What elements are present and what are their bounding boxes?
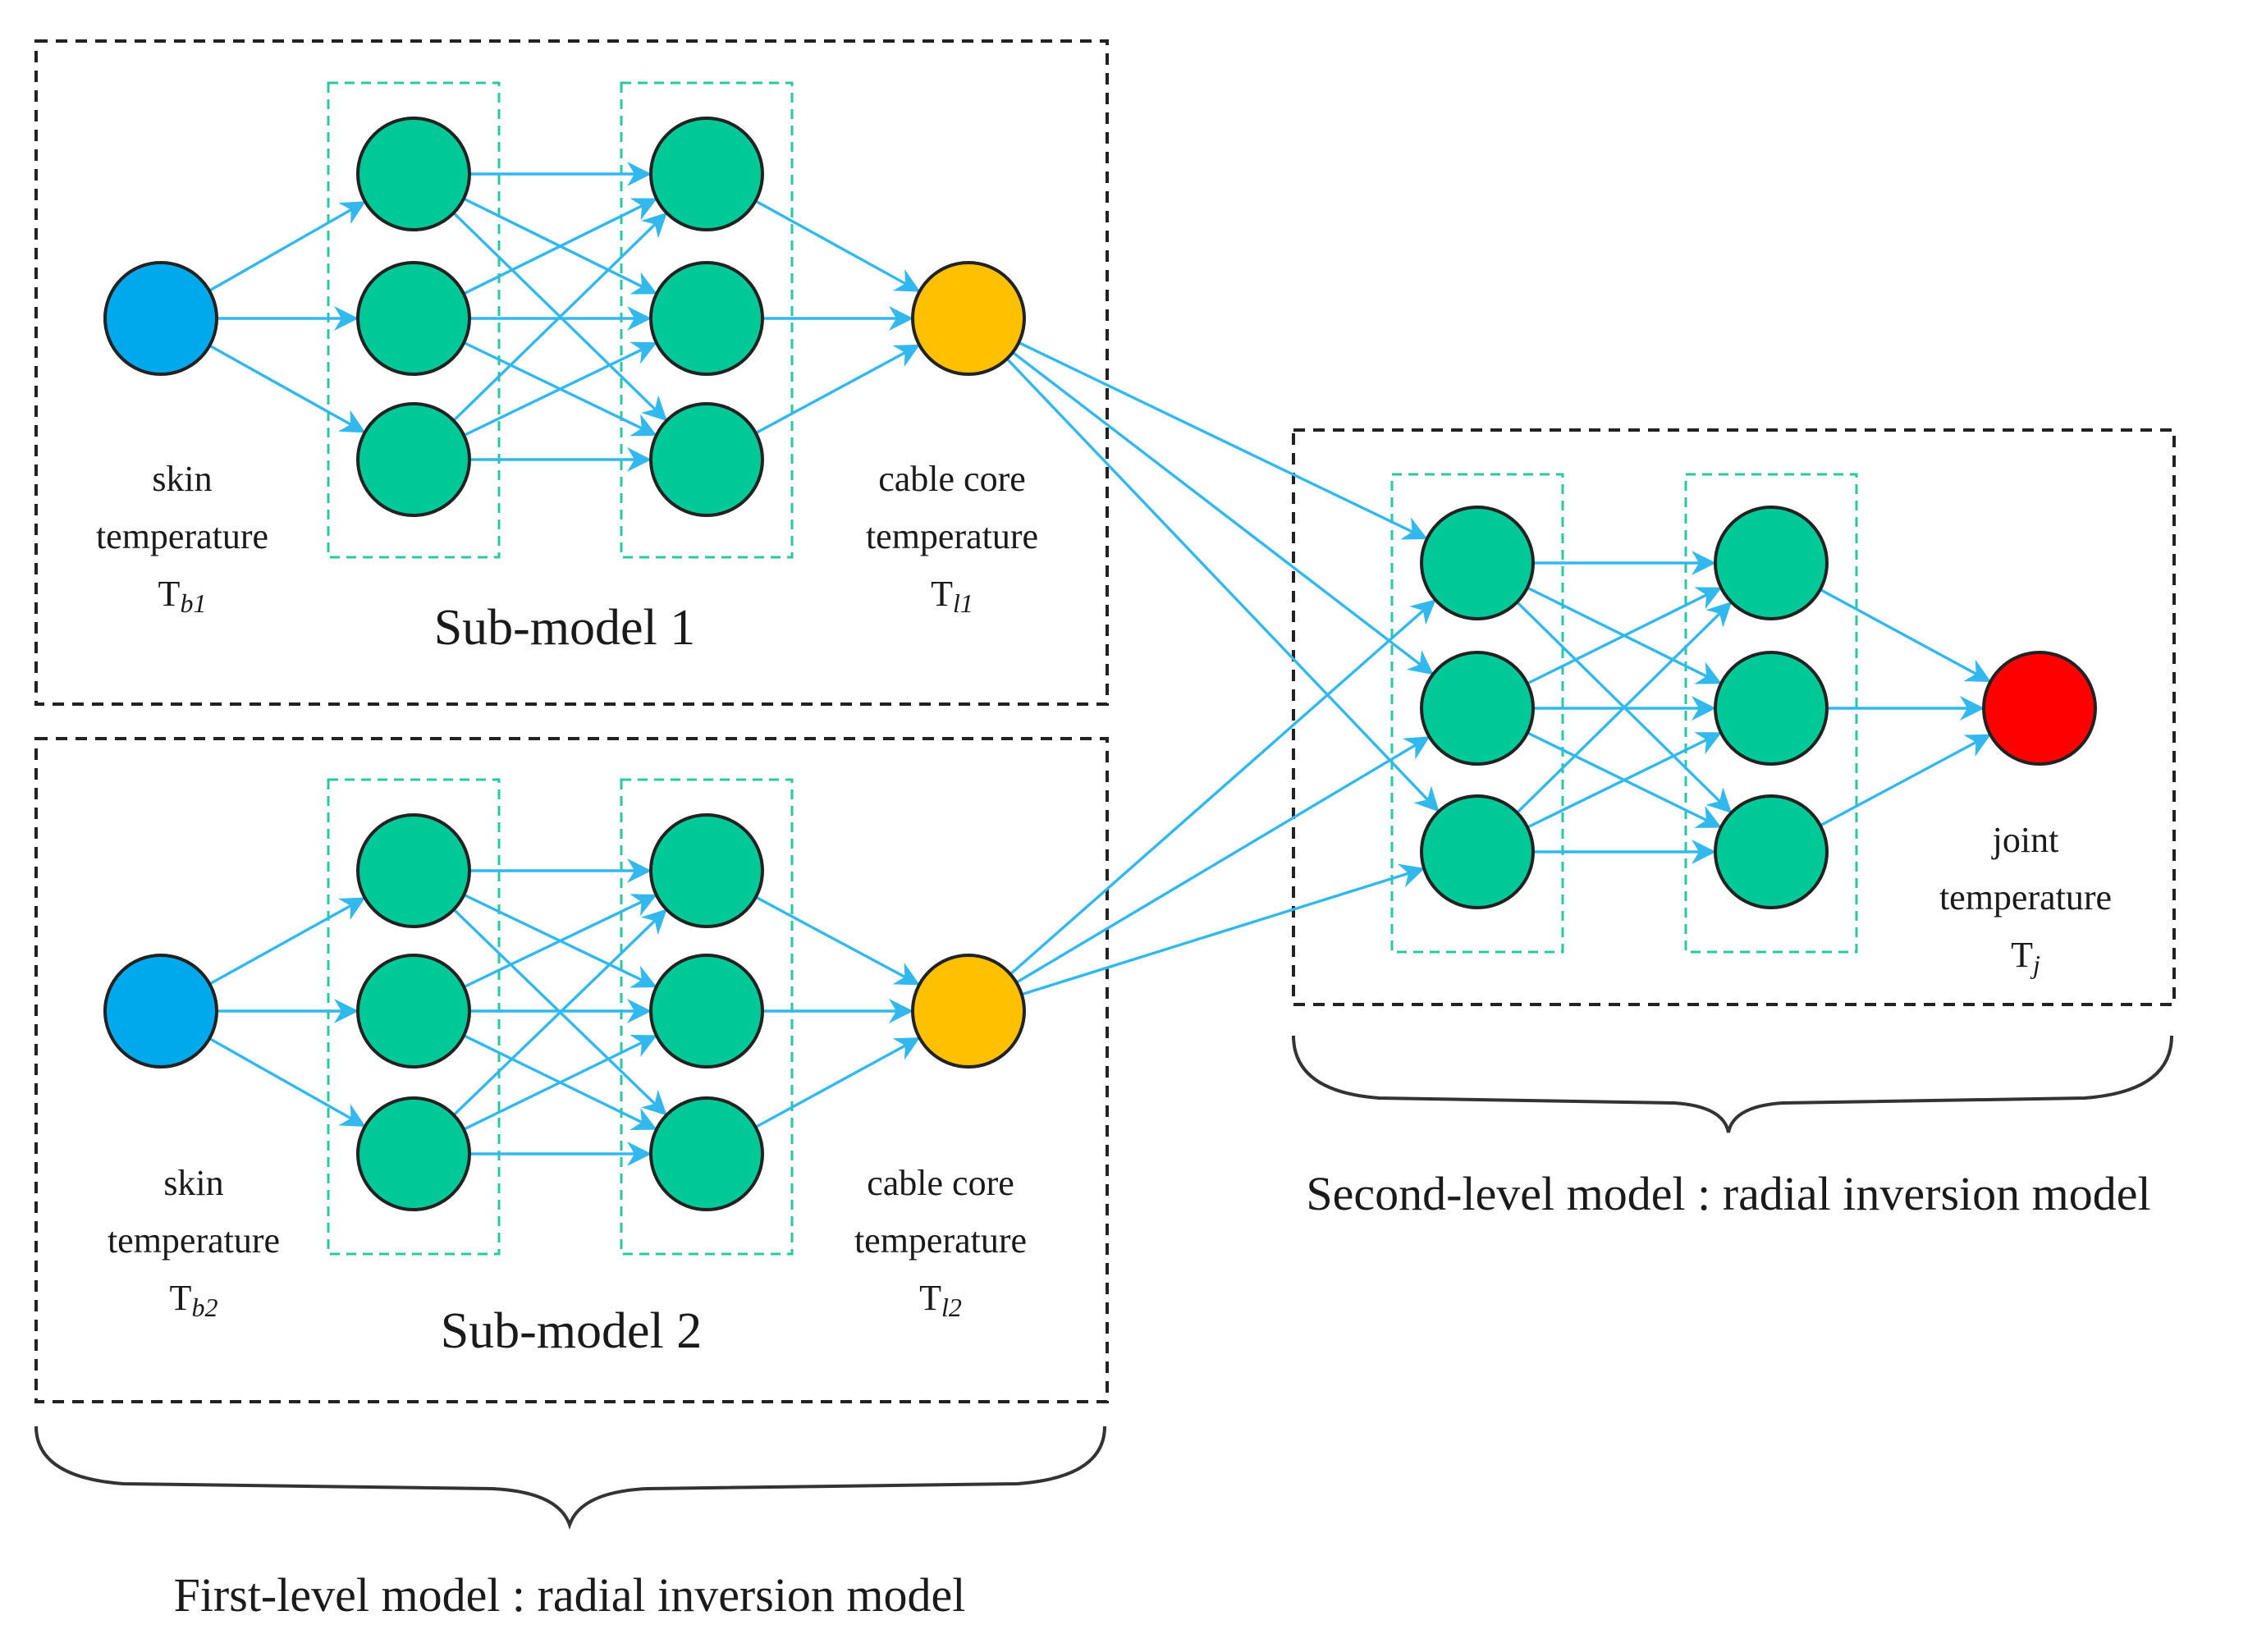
sub-model-2-to-second-level-2 [1015, 736, 1431, 984]
sub-model-2-connection-in-h1-3 [208, 1037, 366, 1128]
second-level-hidden2-node-3 [1714, 794, 1829, 909]
sub-model-2-connection-h1-3-h2-2 [463, 1035, 657, 1131]
sub-model-2-title: Sub-model 2 [441, 1303, 703, 1359]
second-level-hidden1-node-1 [1420, 506, 1535, 620]
sub-model-1-hidden1-node-3 [356, 402, 471, 517]
sub-model-2-output-node [911, 954, 1026, 1069]
sub-model-2-hidden1-node-1 [356, 813, 471, 928]
connections [208, 162, 1992, 1166]
sub-model-1-to-second-level-3 [1005, 358, 1440, 812]
second-level-connection-h1-3-h2-2 [1527, 732, 1722, 829]
sub-model-2-connection-h2-3-out [754, 1037, 921, 1128]
sub-model-1-title: Sub-model 1 [434, 600, 696, 656]
second-level-model-box [1292, 428, 2176, 1006]
sub-model-1-to-second-level-1 [1018, 341, 1428, 540]
sub-model-1-output-symbol: Tl1 [931, 574, 973, 618]
sub-model-2-output-label-line-2: temperature [854, 1220, 1027, 1261]
sub-model-2-input-node [103, 954, 218, 1069]
sub-model-1-connection-h1-3-h2-2 [463, 341, 657, 437]
second-level-connection-h1-3-h2-1 [1516, 601, 1733, 814]
sub-model-1-hidden2-node-1 [649, 117, 764, 231]
sub-model-2-input-symbol: Tb2 [170, 1278, 218, 1322]
sub-model-1-hidden1-node-1 [356, 117, 471, 231]
sub-model-2-connection-h1-2-h2-1 [463, 894, 657, 989]
sub-model-2-hidden2-node-2 [649, 954, 764, 1069]
nodes [103, 117, 2097, 1211]
sub-model-1-input-label-line-1: skin [152, 459, 212, 499]
sub-model-1-hidden-layer-1-box [327, 81, 501, 559]
sub-model-2-connection-h2-1-out [755, 895, 920, 986]
first-level-caption: First-level model : radial inversion mod… [174, 1568, 966, 1622]
second-level-connection-h2-3-out [1820, 734, 1991, 827]
sub-model-2-output-symbol: Tl2 [919, 1278, 962, 1322]
second-level-hidden1-node-3 [1420, 794, 1535, 909]
second-level-hidden2-node-2 [1714, 651, 1829, 766]
second-level-hidden2-node-1 [1714, 506, 1829, 620]
sub-model-1-box [34, 39, 1109, 706]
second-level-hidden-layer-1-box [1390, 473, 1564, 954]
sub-model-1-hidden1-node-2 [356, 261, 471, 376]
joint-temperature-label-line-2: temperature [1939, 877, 2112, 918]
sub-model-2-connection-in-h1-1 [208, 897, 366, 986]
sub-model-1-connection-in-h1-1 [208, 201, 366, 292]
sub-model-1-connection-in-h1-3 [208, 344, 366, 433]
sub-model-2-hidden-layer-2-box [620, 778, 794, 1256]
sub-model-1-hidden2-node-3 [649, 402, 764, 517]
joint-temperature-label-line-1: joint [1991, 820, 2059, 860]
sub-model-2-hidden-layer-1-box [327, 778, 501, 1256]
second-level-connection-h1-2-h2-1 [1527, 587, 1722, 685]
sub-model-1-to-second-level-2 [1011, 351, 1434, 675]
second-level-hidden1-node-2 [1420, 651, 1535, 766]
sub-model-2-to-second-level-1 [1009, 599, 1436, 976]
sub-model-1-hidden-layer-2-box [620, 81, 794, 559]
sub-model-1-hidden2-node-2 [649, 261, 764, 376]
sub-model-1-input-node [103, 261, 218, 376]
sub-model-1-connection-h1-3-h2-1 [452, 212, 668, 422]
sub-model-1-output-node [911, 261, 1026, 376]
second-level-brace [1292, 1035, 2173, 1133]
sub-model-2-hidden2-node-3 [649, 1096, 764, 1211]
sub-model-1-output-label-line-2: temperature [866, 516, 1038, 556]
joint-temperature-symbol: Tj [2011, 935, 2040, 979]
sub-model-2-hidden2-node-1 [649, 813, 764, 928]
sub-model-2-hidden1-node-2 [356, 954, 471, 1069]
sub-model-2-to-second-level-3 [1021, 863, 1426, 996]
second-level-caption: Second-level model : radial inversion mo… [1306, 1167, 2150, 1220]
sub-model-2-connection-h1-3-h2-1 [452, 908, 667, 1116]
sub-model-2-input-label-line-2: temperature [108, 1220, 280, 1261]
sub-model-1-connection-h1-2-h2-1 [463, 198, 657, 295]
second-level-connection-h2-1-out [1819, 588, 1992, 683]
joint-temperature-node [1982, 651, 2097, 766]
sub-model-1-input-symbol: Tb1 [158, 574, 207, 618]
sub-model-1-connection-h2-3-out [755, 344, 921, 435]
second-level-hidden-layer-2-box [1684, 473, 1858, 954]
sub-model-2-output-label-line-1: cable core [867, 1163, 1014, 1203]
sub-model-2-box [34, 737, 1109, 1403]
first-level-brace [34, 1425, 1106, 1531]
sub-model-1-connection-h2-1-out [754, 199, 921, 292]
sub-model-1-output-label-line-1: cable core [878, 459, 1026, 499]
sub-model-2-hidden1-node-3 [356, 1096, 471, 1211]
sub-model-1-input-label-line-2: temperature [96, 516, 268, 556]
sub-model-2-input-label-line-1: skin [163, 1163, 223, 1203]
